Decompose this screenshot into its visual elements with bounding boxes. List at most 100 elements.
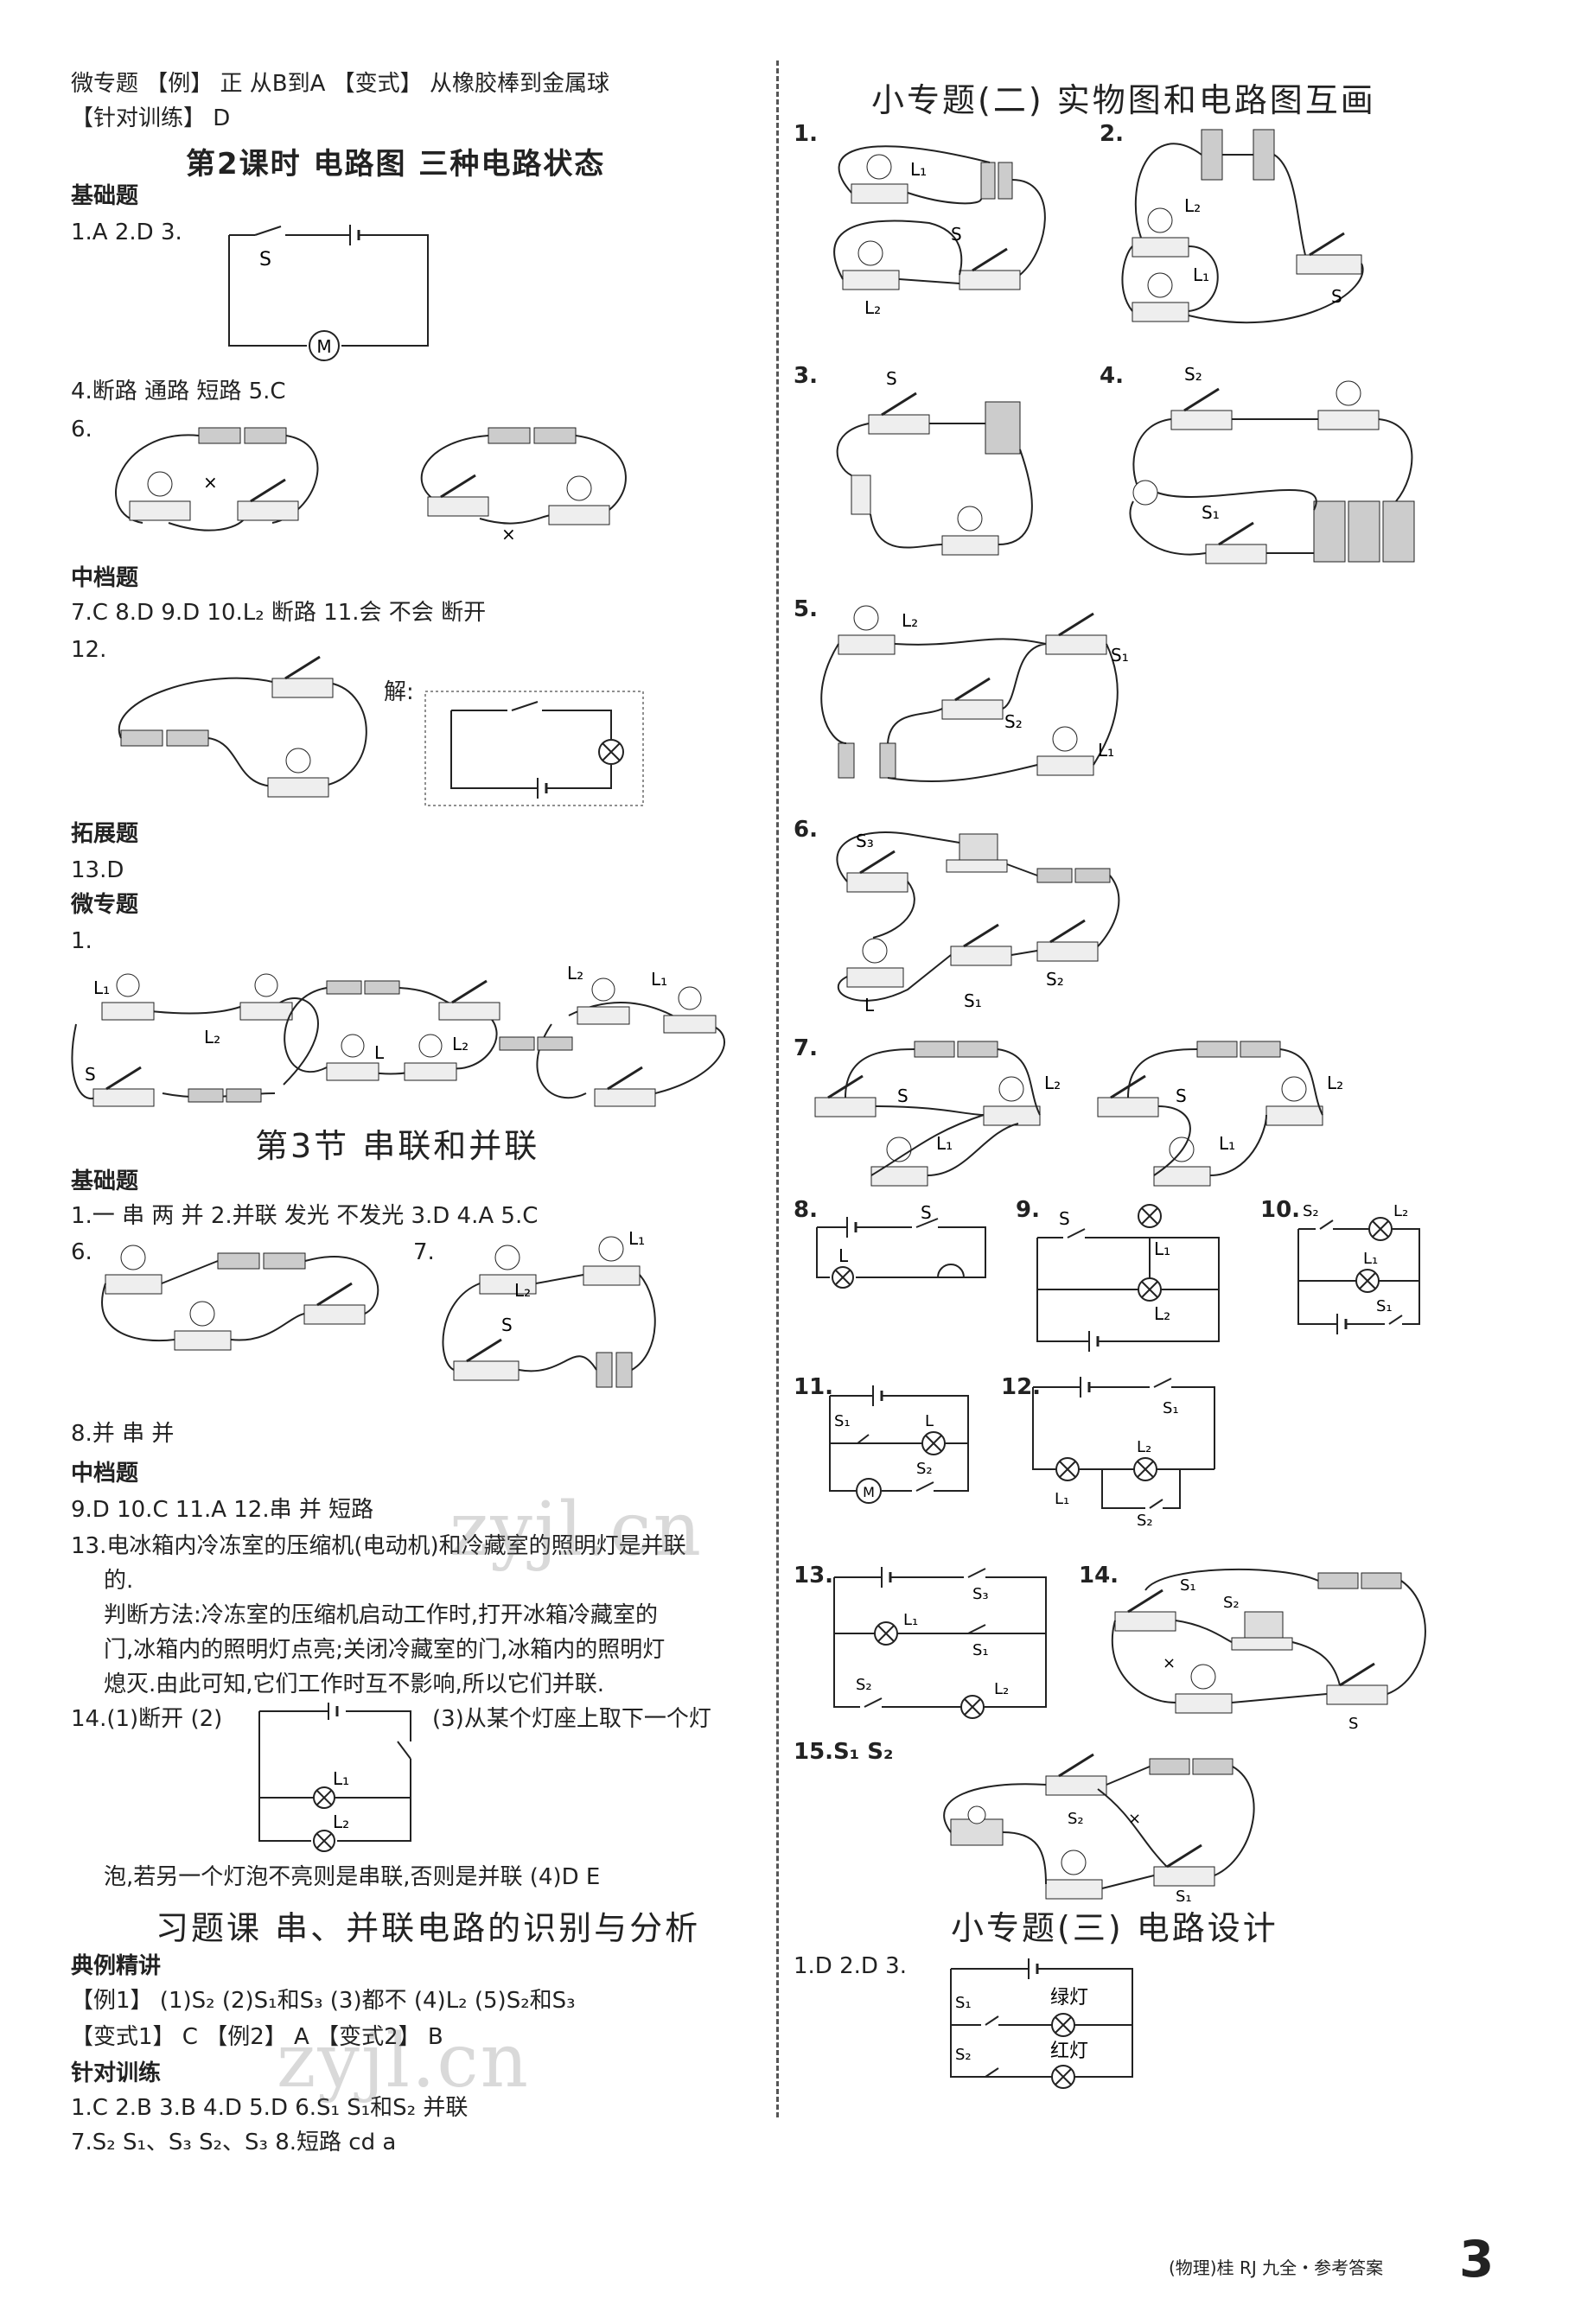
circuit-diagram-t2-q11: M S₁ L S₂ <box>829 1385 969 1504</box>
topic2-title: 小专题(二) 实物图和电路图互画 <box>871 81 1376 119</box>
switch-icon <box>438 979 500 1021</box>
physical-circuit-t2-q2: L₂ L₁ S <box>1121 129 1364 324</box>
svg-text:S₂: S₂ <box>1303 1202 1319 1220</box>
circuit-diagram-t2-q9: S L₁ L₂ <box>1036 1204 1220 1352</box>
svg-text:L₁: L₁ <box>1193 264 1209 285</box>
solution-label: 解: <box>384 679 414 705</box>
physical-circuit-s3-q6 <box>101 1245 379 1351</box>
question-number: 1. <box>71 928 92 954</box>
physical-circuit-t2-q4: S₂ S₁ <box>1129 364 1415 564</box>
extension-heading: 拓展题 <box>71 821 139 847</box>
svg-text:S: S <box>1348 1715 1358 1733</box>
red-lamp-label: 红灯 <box>1050 2041 1088 2062</box>
svg-text:S₂: S₂ <box>856 1676 872 1694</box>
question-number: 13. <box>794 1563 834 1589</box>
svg-text:L₂: L₂ <box>902 610 918 631</box>
battery-icon <box>326 980 400 995</box>
mid-heading: 中档题 <box>71 1461 139 1487</box>
question-number: 3. <box>794 363 818 389</box>
answer-line: 7.S₂ S₁、S₃ S₂、S₃ 8.短路 cd a <box>71 2130 397 2155</box>
question-number: 8. <box>794 1197 818 1223</box>
svg-text:S₂: S₂ <box>1184 364 1202 385</box>
column-divider <box>776 60 779 2117</box>
answer-line: 9.D 10.C 11.A 12.串 并 短路 <box>71 1497 374 1523</box>
switch-icon <box>303 1282 366 1325</box>
switch-icon <box>941 677 1004 720</box>
bulb-icon <box>851 154 908 204</box>
circuit-diagram-q14: L₁ L₂ <box>258 1703 411 1852</box>
svg-text:L: L <box>864 995 875 1016</box>
answer-line: 13.D <box>71 857 124 883</box>
svg-text:L₁: L₁ <box>1154 1238 1170 1259</box>
svg-text:L₁: L₁ <box>651 969 667 990</box>
battery-icon <box>217 1252 306 1270</box>
answer-14-line2: (3)从某个灯座上取下一个灯 <box>432 1706 711 1732</box>
svg-text:L₂: L₂ <box>994 1680 1009 1698</box>
svg-text:L: L <box>838 1245 849 1266</box>
physical-circuit-t2-q15: S₂ S₁ × <box>943 1753 1255 1906</box>
answer-line: 8.并 串 并 <box>71 1421 175 1447</box>
switch-icon <box>1114 1589 1176 1632</box>
basic-heading: 基础题 <box>71 183 139 209</box>
answer-15: 15.S₁ S₂ <box>794 1739 894 1765</box>
answer-13-line1: 13.电冰箱内冷冻室的压缩机(电动机)和冷藏室的照明灯是并联 <box>71 1533 686 1559</box>
switch-icon <box>1326 1662 1388 1705</box>
answer-13-line4: 门,冰箱内的照明灯点亮;关闭冷藏室的门,冰箱内的照明灯 <box>104 1637 666 1663</box>
bell-icon <box>1132 480 1158 506</box>
solution-diagram-q12 <box>424 691 644 806</box>
svg-text:×: × <box>203 472 218 493</box>
led-icon <box>851 474 871 515</box>
svg-text:L₂: L₂ <box>1327 1073 1343 1093</box>
bulb-icon <box>267 748 329 798</box>
svg-text:L₁: L₁ <box>1219 1133 1235 1154</box>
motor-icon <box>1231 1611 1293 1651</box>
bulb-icon <box>838 605 896 655</box>
question-number: 6. <box>794 817 818 843</box>
switch-icon <box>427 474 489 517</box>
svg-text:×: × <box>501 524 516 544</box>
question-number: 2. <box>1100 121 1124 147</box>
svg-text:L₂: L₂ <box>1154 1303 1170 1324</box>
svg-text:L₁: L₁ <box>1363 1250 1378 1268</box>
switch-icon <box>271 655 334 698</box>
svg-text:S₁: S₁ <box>834 1412 851 1430</box>
svg-text:L₂: L₂ <box>567 963 583 984</box>
circuit-diagram-t2-q10: S₂ L₂ L₁ S₁ <box>1297 1202 1420 1334</box>
svg-text:S₁: S₁ <box>955 1994 972 2012</box>
circuit-diagram-t3-q3: S₁ S₂ 绿灯 红灯 <box>950 1958 1133 2089</box>
svg-text:S₁: S₁ <box>1180 1576 1196 1595</box>
svg-text:×: × <box>1163 1654 1176 1672</box>
svg-text:L₁: L₁ <box>1055 1490 1069 1508</box>
bulb-icon <box>1153 1137 1211 1187</box>
answer-line: 4.断路 通路 短路 5.C <box>71 379 286 404</box>
section3-title: 第3节 串联和并联 <box>255 1127 540 1165</box>
svg-text:S: S <box>921 1202 932 1223</box>
svg-text:S₁: S₁ <box>1111 645 1129 665</box>
answer-line: 1.一 串 两 并 2.并联 发光 不发光 3.D 4.A 5.C <box>71 1203 539 1229</box>
circuit-diagram-q3: M S <box>228 225 429 361</box>
switch-icon <box>1045 1753 1107 1796</box>
bulb-icon <box>846 938 904 988</box>
svg-text:S₂: S₂ <box>1068 1810 1084 1828</box>
switch-icon <box>1036 919 1099 962</box>
svg-text:S₂: S₂ <box>916 1460 933 1478</box>
svg-text:L₂: L₂ <box>514 1280 531 1301</box>
svg-text:S₃: S₃ <box>972 1585 989 1603</box>
svg-text:S₁: S₁ <box>1176 1888 1192 1906</box>
bulb-icon <box>663 986 717 1034</box>
svg-text:S: S <box>501 1315 513 1335</box>
switch-icon <box>846 850 908 893</box>
svg-text:×: × <box>1128 1810 1141 1828</box>
footer-text: (物理)桂 RJ 九全・参考答案 <box>1169 2257 1384 2278</box>
exercise-title: 习题课 串、并联电路的识别与分析 <box>156 1909 701 1947</box>
svg-text:L₁: L₁ <box>910 159 927 180</box>
question-number: 5. <box>794 596 818 622</box>
watermark: zyjl.cn <box>449 1487 703 1573</box>
motor-icon <box>856 1478 882 1504</box>
battery-icon <box>120 729 209 747</box>
svg-text:S₂: S₂ <box>1223 1594 1240 1612</box>
bulb-icon <box>577 977 630 1025</box>
svg-text:L₂: L₂ <box>452 1034 469 1054</box>
answer-13-line2: 的. <box>104 1568 134 1594</box>
battery-icon <box>488 427 577 444</box>
